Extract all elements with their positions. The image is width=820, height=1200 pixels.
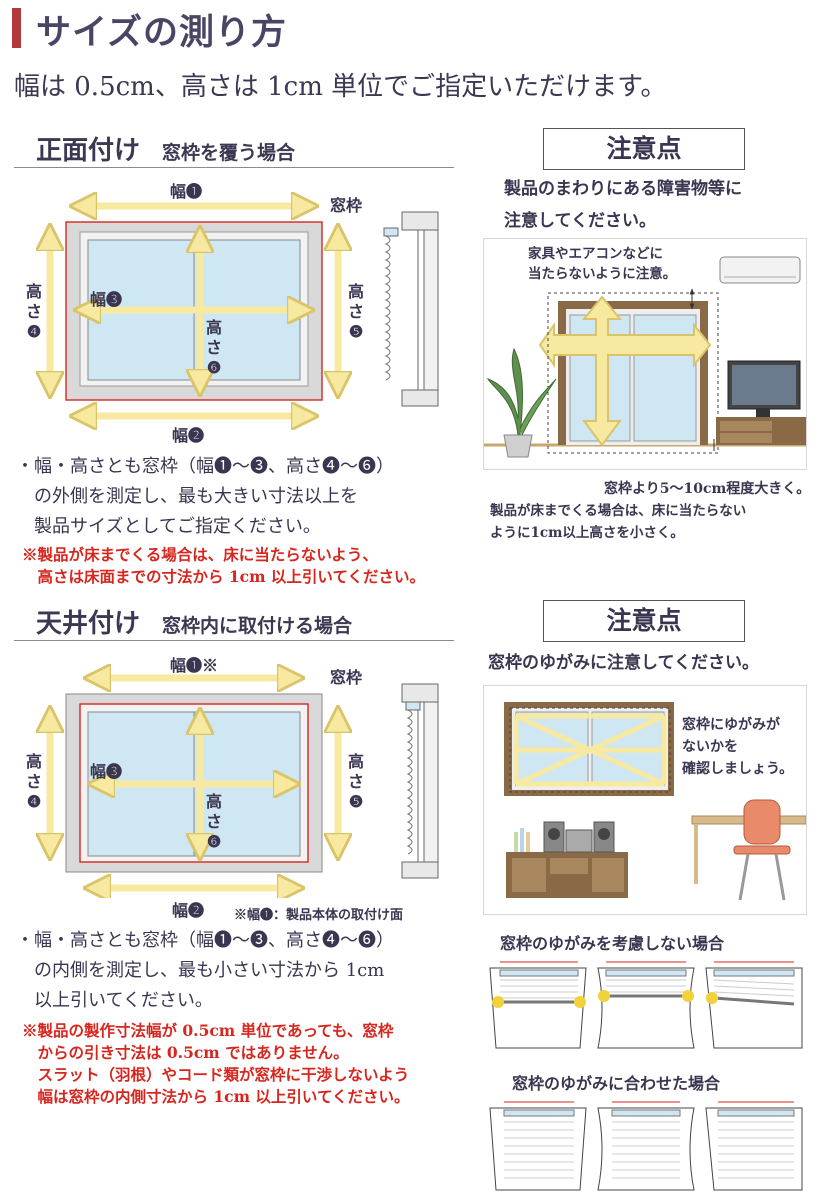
front-warning: ※製品が床までくる場合は、床に当たらないよう、 高さは床面までの寸法から 1cm…	[22, 545, 425, 586]
ceiling-warning: ※製品の製作寸法幅が 0.5cm 単位であっても、窓枠 からの引き寸法は 0.5…	[22, 1021, 410, 1106]
ceiling-label-w3: 幅❸	[90, 762, 123, 781]
note1-text: 製品のまわりにある障害物等に注意してください。	[504, 179, 742, 231]
front-label-w3: 幅❸	[90, 290, 123, 309]
ceiling-diagram	[14, 648, 439, 898]
ceiling-footnote: ※幅❶：製品本体の取付け面	[234, 908, 404, 923]
note2-title: 注意点	[543, 600, 745, 642]
case1-diagrams	[489, 961, 803, 1049]
ceiling-rule	[14, 640, 454, 641]
title-accent-bar	[12, 8, 21, 48]
ceiling-label-w1: 幅❶※	[170, 656, 219, 675]
front-subtitle: 窓枠を覆う場合	[162, 142, 296, 164]
note1-caption2: 製品が床までくる場合は、床に当たらないように1cm以上高さを小さく。	[490, 503, 747, 541]
ceiling-subtitle: 窓枠内に取付ける場合	[162, 615, 353, 637]
ceiling-label-frame: 窓枠	[330, 668, 363, 687]
note2-text: 窓枠のゆがみに注意してください。	[488, 653, 759, 673]
page-title: サイズの測り方	[36, 12, 287, 53]
front-diagram	[14, 172, 439, 450]
front-instructions: ・幅・高さとも窓枠（幅❶〜❸、高さ❹〜❻） の外側を測定し、最も大きい寸法以上を…	[16, 456, 394, 537]
front-title: 正面付け	[36, 136, 141, 166]
ceiling-section-heading: 天井付け窓枠内に取付ける場合	[36, 603, 352, 640]
front-section-heading: 正面付け窓枠を覆う場合	[36, 130, 295, 167]
ceiling-label-w2: 幅❷	[172, 901, 205, 920]
note1-title: 注意点	[543, 128, 745, 170]
note1-caption: 窓枠より5〜10cm程度大きく。	[604, 481, 811, 497]
ceiling-instructions: ・幅・高さとも窓枠（幅❶〜❸、高さ❹〜❻） の内側を測定し、最も小さい寸法から …	[16, 930, 394, 1011]
lead-text: 幅は 0.5cm、高さは 1cm 単位でご指定いただけます。	[14, 72, 667, 102]
note2-illustration	[483, 685, 807, 915]
note2-callout: 窓枠にゆがみがないかを確認しましょう。	[682, 717, 794, 777]
front-rule	[14, 167, 454, 168]
front-label-frame: 窓枠	[330, 196, 363, 215]
note2-case1-label: 窓枠のゆがみを考慮しない場合	[500, 934, 725, 953]
ceiling-title: 天井付け	[36, 609, 141, 639]
case2-diagrams	[489, 1101, 803, 1191]
front-label-w1: 幅❶	[170, 182, 203, 201]
note1-illustration	[483, 238, 807, 470]
note2-case2-label: 窓枠のゆがみに合わせた場合	[512, 1074, 721, 1093]
front-label-w2: 幅❷	[172, 426, 205, 445]
note1-callout: 家具やエアコンなどに当たらないように注意。	[528, 246, 677, 282]
